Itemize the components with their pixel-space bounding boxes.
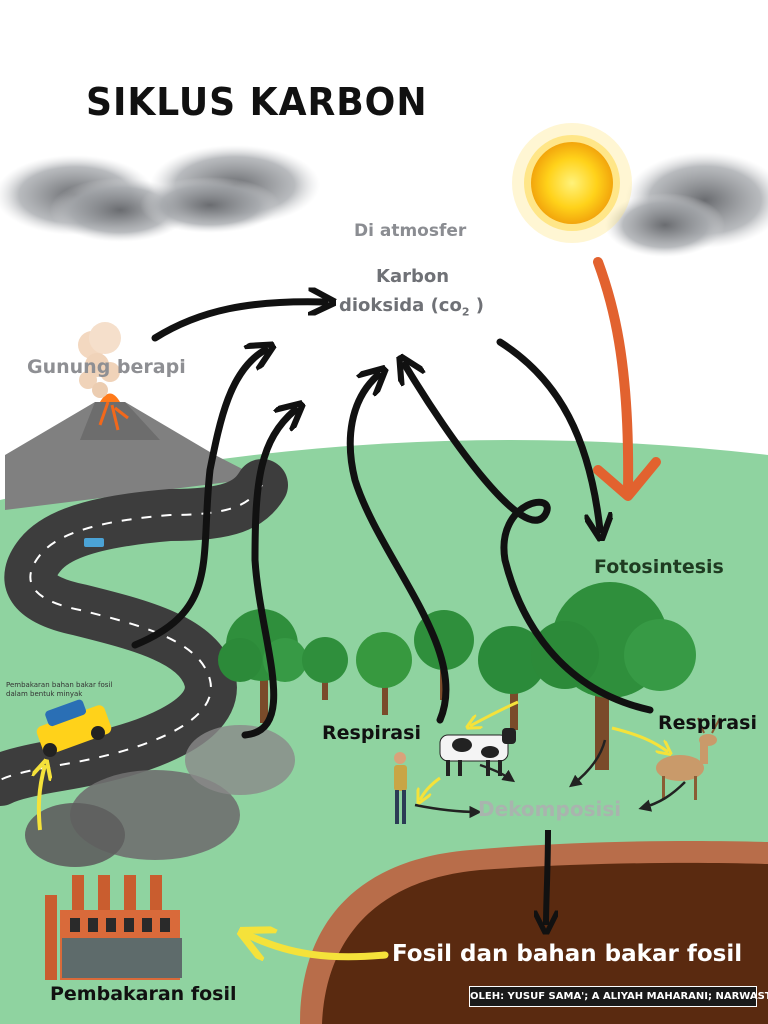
photosynthesis-loop-arrow [405, 365, 654, 714]
page-title: SIKLUS KARBON [86, 80, 428, 124]
co2-label-text: dioksida (co [339, 295, 462, 316]
person-icon [394, 752, 407, 824]
respiration-label-right: Respirasi [658, 712, 757, 734]
respiration-to-atmosphere-arrow [346, 375, 450, 724]
trees-to-atmosphere-arrow [241, 410, 295, 739]
tree [302, 637, 348, 700]
volcano-label: Gunung berapi [27, 356, 186, 378]
volcano-to-atmosphere-arrow [151, 302, 325, 342]
co2-label-line1: Karbon [376, 266, 450, 287]
fossil-fuel-label: Fosil dan bahan bakar fosil [392, 941, 743, 967]
cloud-left [0, 145, 320, 242]
road [0, 459, 288, 806]
cloud-right [605, 152, 768, 257]
cow-icon [439, 728, 516, 776]
carbon-flow-arrows [131, 302, 654, 739]
car-icon [36, 699, 112, 757]
atmosphere-to-photosynthesis-arrow [496, 338, 600, 530]
tree-group [218, 582, 696, 770]
combustion-label: Pembakaran fosil [50, 983, 237, 1005]
factory-icon [25, 725, 295, 980]
co2-label-line2: dioksida (co2 ) [339, 295, 484, 319]
co2-subscript: 2 [461, 305, 470, 319]
respiration-label-left: Respirasi [322, 722, 421, 744]
atmosphere-label: Di atmosfer [354, 221, 467, 241]
volcano-icon [5, 322, 260, 510]
tree [356, 632, 412, 715]
car-icon-small [84, 538, 104, 547]
co2-label-close: ) [469, 295, 484, 316]
sun-icon [512, 123, 632, 243]
road-to-atmosphere-arrow [131, 350, 265, 649]
tree [531, 582, 696, 770]
sunlight-arrow [593, 257, 634, 495]
deer-icon [656, 717, 721, 800]
photosynthesis-label: Fotosintesis [594, 556, 724, 578]
author-credit-badge: OLEH: YUSUF SAMA'; A ALIYAH MAHARANI; NA… [469, 986, 768, 1007]
vehicle-note: Pembakaran bahan bakar fosil dalam bentu… [6, 681, 113, 698]
decomposition-label: Dekomposisi [478, 797, 622, 821]
energy-arrows [39, 700, 668, 957]
